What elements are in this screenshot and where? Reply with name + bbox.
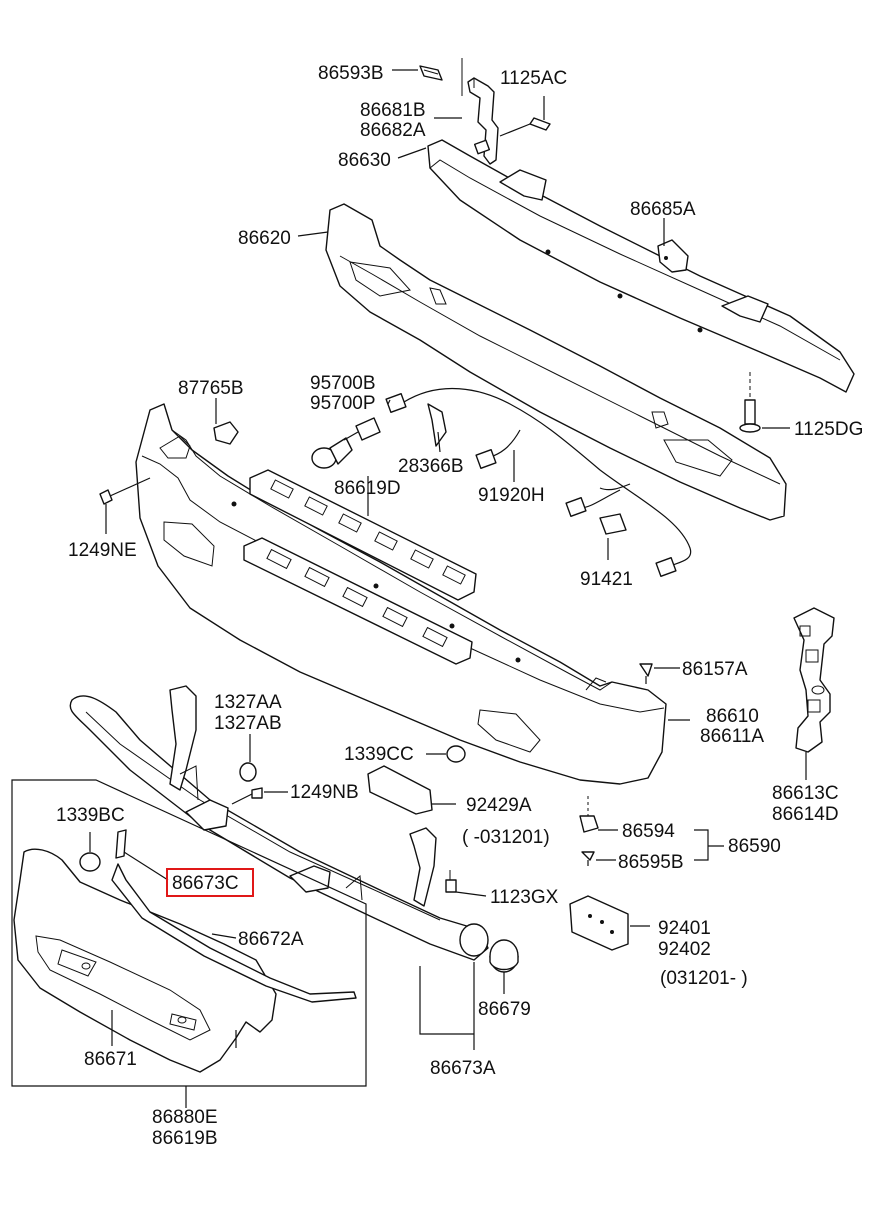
leader-lines [235,69,690,1050]
label-86880E: 86880E [152,1107,218,1128]
label-86614D: 86614D [772,804,839,825]
label-86673A: 86673A [430,1058,496,1079]
fastener-86594 [579,796,618,833]
pad-91421 [599,513,627,560]
reinforcement-beam-86630 [427,139,855,393]
label-1125DG: 1125DG [794,419,863,440]
label-1339BC: 1339BC [56,805,125,826]
clip-86593B [419,65,443,81]
label-1123GX: 1123GX [490,887,559,908]
label-92401: 92401 [658,918,711,939]
harness-91920H [403,387,692,578]
label-1125AC: 1125AC [500,68,567,89]
label-86610: 86610 [706,706,759,727]
sensor-95700B [311,417,381,469]
lower-grille [243,537,473,665]
grille-86619D [249,469,477,601]
skid-plate-86671 [13,848,277,1073]
label-86630: 86630 [338,150,391,171]
label-031201-a: ( -031201) [462,827,550,848]
highlight-86673C [166,868,254,897]
nut-1339CC [426,745,466,763]
label-92402: 92402 [658,939,711,960]
label-28366B: 28366B [398,456,464,477]
label-86673C: 86673C [172,873,239,894]
label-86671: 86671 [84,1049,137,1070]
bolt-1123GX [445,870,487,897]
energy-absorber-86620 [325,203,787,521]
kit-box [11,779,367,1108]
label-91920H: 91920H [478,485,545,506]
label-1339CC: 1339CC [344,744,414,765]
label-86590: 86590 [728,836,781,857]
label-86595B: 86595B [618,852,684,873]
side-bracket-86613C [793,607,835,780]
rod-86673C [115,829,169,881]
label-86619B: 86619B [152,1128,218,1149]
screw-86595B [581,829,724,866]
label-86679: 86679 [478,999,531,1020]
label-86594: 86594 [622,821,675,842]
connector-95700P [385,392,407,414]
nut-1327AA [239,734,257,782]
label-92429A: 92429A [466,795,532,816]
bracket-86681B [461,58,499,165]
clip-87765B [213,398,239,445]
label-1249NE: 1249NE [68,540,137,561]
label-91421: 91421 [580,569,633,590]
nut-1339BC [79,832,101,872]
label-031201-b: (031201- ) [660,968,748,989]
label-1327AB: 1327AB [214,713,282,734]
bolt-1125AC [499,96,551,137]
clip-28366B [427,403,447,453]
label-86619D: 86619D [334,478,401,499]
bracket-86685A [657,239,689,273]
bolt-1249NB [231,787,288,805]
label-87765B: 87765B [178,378,244,399]
guard-bar-86673A [69,685,489,961]
label-86613C: 86613C [772,783,839,804]
label-1249NB: 1249NB [290,782,359,803]
label-1327AA: 1327AA [214,692,282,713]
label-86682A: 86682A [360,120,426,141]
label-86681B: 86681B [360,100,426,121]
labels: 86593B 1125AC 86681B 86682A 86630 86685A… [56,63,863,1149]
cap-86679 [489,939,519,994]
label-86611A: 86611A [700,726,764,747]
bolt-1125DG [739,372,790,433]
label-86620: 86620 [238,228,291,249]
screw-1249NE [99,477,151,534]
rod-86672A [111,863,357,1003]
label-86157A: 86157A [682,659,748,680]
plate-92401 [569,895,650,951]
label-86593B: 86593B [318,63,384,84]
label-86685A: 86685A [630,199,696,220]
label-86672A: 86672A [238,929,304,950]
bolt-86157A [639,663,680,684]
plate-92429A [367,765,456,815]
label-95700B: 95700B [310,373,376,394]
label-95700P: 95700P [310,393,376,414]
